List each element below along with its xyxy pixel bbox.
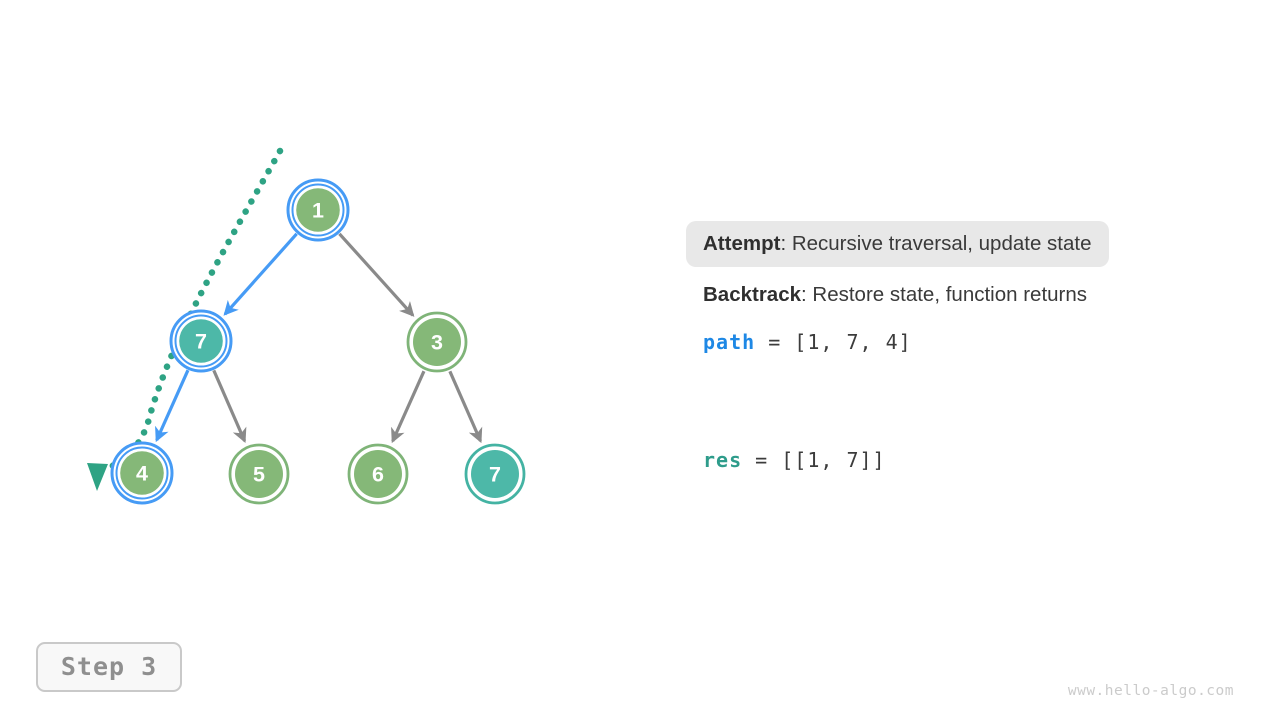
tree-node-7-right: 7 <box>464 443 526 505</box>
binary-tree-diagram: 1 7 3 4 5 6 7 <box>87 147 526 505</box>
tree-edge-node-7-left-to-node-5 <box>212 369 247 444</box>
attempt-text: : Recursive traversal, update state <box>780 232 1092 255</box>
res-keyword: res <box>703 448 743 472</box>
watermark: www.hello-algo.com <box>1067 683 1234 699</box>
tree-node-4: 4 <box>110 441 174 505</box>
traversal-trail-dotted <box>100 147 284 474</box>
tree-edge-node-1-to-node-7-left <box>223 232 298 316</box>
traversal-trail-arrowhead-icon <box>87 463 108 491</box>
tree-node-5: 5 <box>228 443 290 505</box>
tree-node-label: 1 <box>312 199 324 223</box>
tree-edge-node-7-left-to-node-4 <box>155 369 190 443</box>
tree-node-6: 6 <box>347 443 409 505</box>
tree-node-1: 1 <box>286 178 350 242</box>
path-keyword: path <box>703 330 756 354</box>
legend-panel: Attempt: Recursive traversal, update sta… <box>686 221 1226 472</box>
attempt-label: Attempt <box>703 232 781 255</box>
tree-node-label: 5 <box>253 463 265 487</box>
tree-node-label: 4 <box>136 462 148 486</box>
path-variable: path = [1, 7, 4] <box>686 330 1226 354</box>
tree-edge-node-3-to-node-6 <box>391 370 426 444</box>
backtrack-label: Backtrack <box>703 283 802 306</box>
tree-node-7-left: 7 <box>169 309 233 373</box>
backtrack-text: : Restore state, function returns <box>801 283 1088 306</box>
path-value: = [1, 7, 4] <box>755 330 912 354</box>
tree-edge-node-3-to-node-7-right <box>448 370 483 444</box>
tree-edge-node-1-to-node-3 <box>338 232 415 317</box>
tree-node-label: 3 <box>431 331 443 355</box>
tree-node-label: 7 <box>489 463 501 487</box>
step-badge: Step 3 <box>36 642 182 692</box>
res-variable: res = [[1, 7]] <box>686 448 1226 472</box>
res-value: = [[1, 7]] <box>742 448 886 472</box>
tree-node-3: 3 <box>406 311 468 373</box>
backtrack-note: Backtrack: Restore state, function retur… <box>686 283 1226 307</box>
tree-node-label: 7 <box>195 330 207 354</box>
attempt-note: Attempt: Recursive traversal, update sta… <box>686 221 1109 267</box>
tree-node-label: 6 <box>372 463 384 487</box>
